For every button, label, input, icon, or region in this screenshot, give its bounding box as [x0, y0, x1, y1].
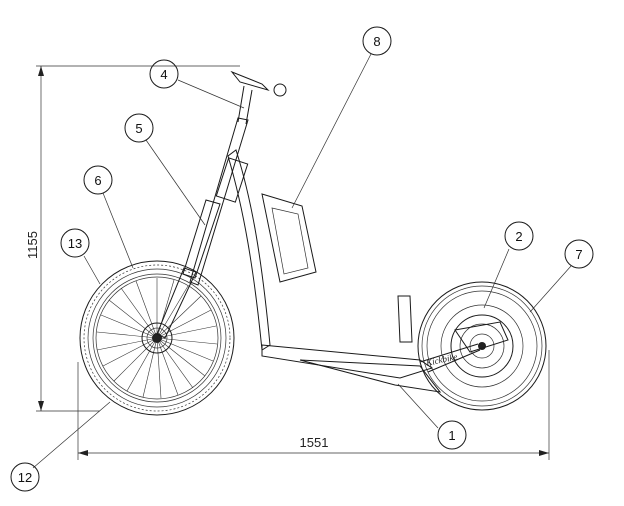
- callout-7-label: 7: [575, 247, 582, 262]
- callout-5-label: 5: [135, 121, 142, 136]
- rear-caliper: [454, 321, 509, 353]
- callout-6-label: 6: [94, 173, 101, 188]
- front-brake-disc: [141, 322, 173, 354]
- scooter-frame: Kickbike: [156, 70, 481, 393]
- callout-5: 5: [124, 113, 206, 226]
- callout-13: 13: [60, 228, 101, 285]
- height-dimension-label: 1155: [25, 231, 40, 259]
- kickstand: [397, 295, 413, 343]
- rear-wheel: [417, 281, 547, 411]
- front-wheel: [79, 260, 235, 416]
- callout-1: 1: [397, 383, 467, 450]
- callout-1-label: 1: [448, 428, 455, 443]
- callout-6: 6: [83, 165, 134, 269]
- callout-8-label: 8: [373, 34, 380, 49]
- height-dimension: 1155: [25, 65, 240, 412]
- handlebar: [230, 70, 270, 92]
- callout-12: 12: [10, 401, 111, 492]
- callout-4-label: 4: [160, 67, 167, 82]
- deck: [261, 344, 434, 379]
- rear-swingarm: [299, 359, 442, 393]
- length-dimension-label: 1551: [300, 435, 329, 450]
- length-dimension: 1551: [77, 350, 550, 460]
- callout-7: 7: [529, 239, 594, 313]
- callout-2: 2: [483, 221, 534, 309]
- head-tube: [189, 117, 249, 286]
- callout-13-label: 13: [68, 236, 82, 251]
- down-tube: [227, 149, 271, 351]
- front-fork: [156, 267, 197, 339]
- battery-pack: [261, 193, 317, 283]
- front-wheel-spokes: [96, 278, 218, 399]
- rear-brake-disc: [450, 314, 514, 378]
- callout-2-label: 2: [515, 229, 522, 244]
- callout-4: 4: [149, 59, 245, 109]
- handlebar-grip: [273, 83, 287, 97]
- callout-8: 8: [291, 26, 392, 209]
- callout-12-label: 12: [18, 470, 32, 485]
- frame-logo: Kickbike: [424, 351, 458, 368]
